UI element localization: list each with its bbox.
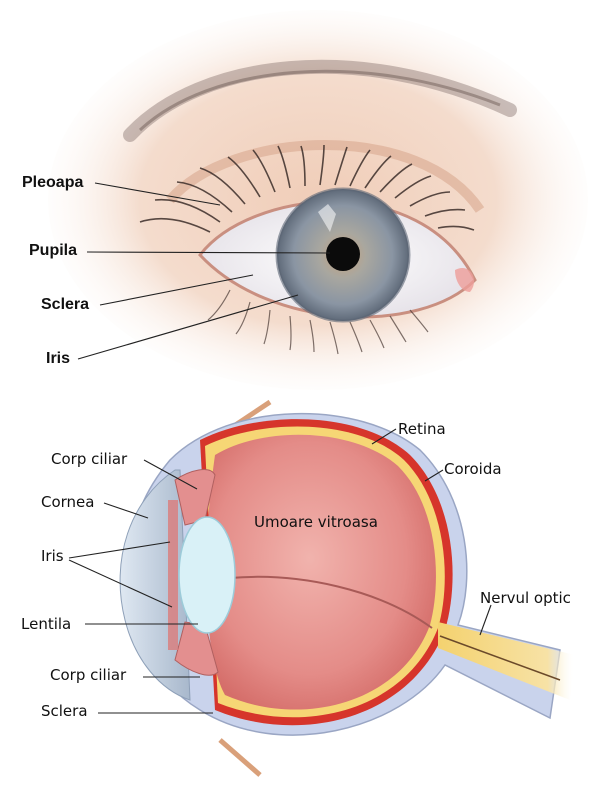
label-nervul-optic: Nervul optic [480,589,571,607]
label-cornea: Cornea [41,493,95,511]
label-sclera: Sclera [41,296,90,313]
external-eye [48,10,588,390]
label-corp-ciliar-bottom: Corp ciliar [50,666,127,684]
label-sclera-section: Sclera [41,702,88,720]
label-retina: Retina [398,420,446,438]
label-iris: Iris [46,350,71,367]
label-iris-section: Iris [41,547,64,565]
label-corp-ciliar-top: Corp ciliar [51,450,128,468]
label-umoare-vitroasa: Umoare vitroasa [254,513,378,531]
label-pupila: Pupila [29,242,78,259]
cross-section-leader-lines [68,428,492,714]
label-pleoapa: Pleoapa [22,174,84,191]
label-lentila: Lentila [21,615,72,633]
external-leader-lines [77,182,331,360]
label-coroida: Coroida [444,460,502,478]
cross-section-eye [119,399,575,777]
